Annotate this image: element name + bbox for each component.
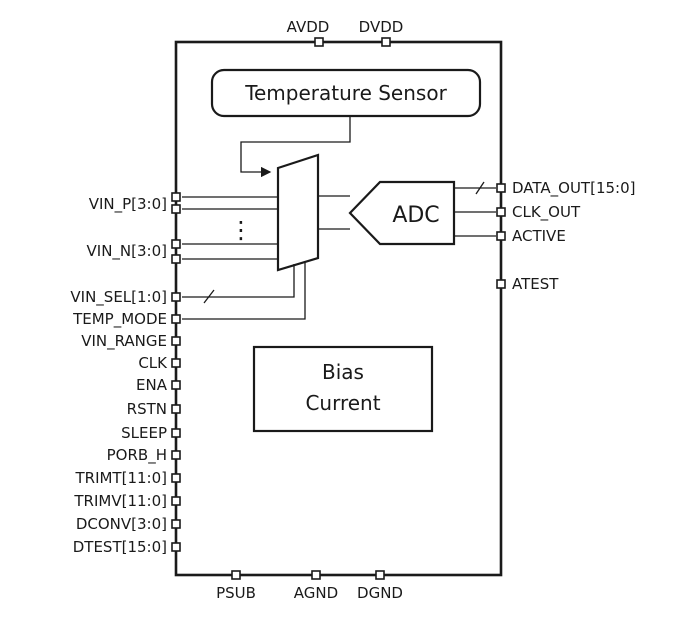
pin-trimv bbox=[171, 496, 181, 506]
pin-avdd bbox=[314, 37, 324, 47]
pin-psub bbox=[231, 570, 241, 580]
adc-label: ADC bbox=[392, 203, 439, 228]
pin-vin-range bbox=[171, 336, 181, 346]
pin-rstn bbox=[171, 404, 181, 414]
pin-dtest bbox=[171, 542, 181, 552]
label-porb-h: PORB_H bbox=[107, 446, 167, 465]
temperature-sensor-label: Temperature Sensor bbox=[244, 81, 447, 105]
pin-sleep bbox=[171, 428, 181, 438]
label-vin-n: VIN_N[3:0] bbox=[87, 242, 167, 261]
label-clk-out: CLK_OUT bbox=[512, 203, 581, 222]
label-agnd: AGND bbox=[294, 584, 338, 602]
label-vin-range: VIN_RANGE bbox=[81, 332, 167, 351]
pin-agnd bbox=[311, 570, 321, 580]
pin-vin-p-2 bbox=[171, 204, 181, 214]
pin-vin-sel bbox=[171, 292, 181, 302]
label-rstn: RSTN bbox=[127, 400, 167, 418]
label-trimv: TRIMV[11:0] bbox=[73, 492, 167, 510]
pin-vin-n-2 bbox=[171, 254, 181, 264]
mux-input-dots: ⋮ bbox=[229, 216, 253, 244]
pin-active bbox=[496, 231, 506, 241]
vin-sel-bus-mark bbox=[203, 289, 215, 304]
pin-ena bbox=[171, 380, 181, 390]
label-data-out: DATA_OUT[15:0] bbox=[512, 179, 635, 198]
label-dtest: DTEST[15:0] bbox=[73, 538, 167, 556]
label-atest: ATEST bbox=[512, 275, 559, 293]
pin-dvdd bbox=[381, 37, 391, 47]
label-vin-p: VIN_P[3:0] bbox=[89, 195, 167, 214]
label-clk: CLK bbox=[138, 354, 168, 372]
pin-clk-out bbox=[496, 207, 506, 217]
label-sleep: SLEEP bbox=[121, 424, 167, 442]
pin-vin-p-1 bbox=[171, 192, 181, 202]
label-vin-sel: VIN_SEL[1:0] bbox=[70, 288, 167, 307]
label-trimt: TRIMT[11:0] bbox=[74, 469, 167, 487]
label-active: ACTIVE bbox=[512, 227, 566, 245]
label-avdd: AVDD bbox=[287, 18, 330, 36]
pin-trimt bbox=[171, 473, 181, 483]
label-ena: ENA bbox=[136, 376, 168, 394]
pin-dconv bbox=[171, 519, 181, 529]
pin-porb-h bbox=[171, 450, 181, 460]
label-psub: PSUB bbox=[216, 584, 256, 602]
label-dvdd: DVDD bbox=[359, 18, 404, 36]
sensor-to-mux-wire bbox=[240, 116, 351, 178]
mux-block bbox=[276, 153, 320, 272]
temperature-sensor-block bbox=[210, 68, 482, 118]
pin-data-out bbox=[496, 183, 506, 193]
vin-sel-wire bbox=[182, 264, 295, 298]
bias-label-line2: Current bbox=[305, 391, 380, 415]
pin-vin-n-1 bbox=[171, 239, 181, 249]
chip-outline bbox=[174, 40, 503, 577]
pin-clk bbox=[171, 358, 181, 368]
temp-mode-wire bbox=[182, 261, 306, 320]
bias-label-line1: Bias bbox=[322, 360, 364, 384]
adc-block bbox=[348, 180, 456, 246]
pin-dgnd bbox=[375, 570, 385, 580]
label-temp-mode: TEMP_MODE bbox=[72, 310, 167, 329]
label-dconv: DCONV[3:0] bbox=[76, 515, 167, 533]
label-dgnd: DGND bbox=[357, 584, 403, 602]
data-out-bus-mark bbox=[475, 181, 485, 195]
pin-temp-mode bbox=[171, 314, 181, 324]
pin-atest bbox=[496, 279, 506, 289]
bias-current-block bbox=[252, 345, 434, 433]
